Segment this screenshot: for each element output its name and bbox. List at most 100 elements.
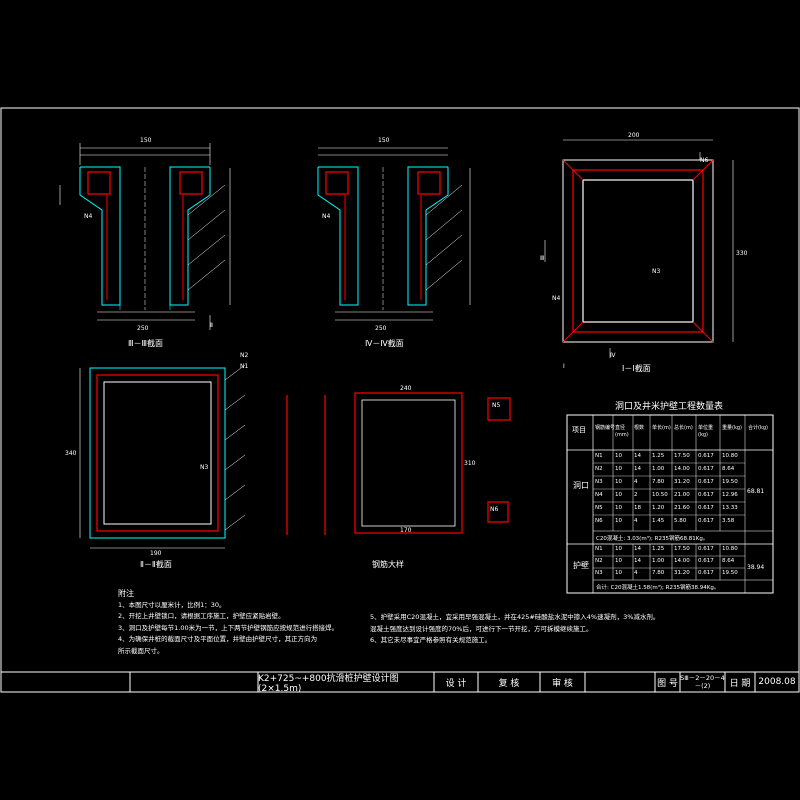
note-line: 所示截面尺寸。 bbox=[118, 646, 164, 655]
dim-label: 310 bbox=[464, 460, 476, 467]
section-III-view bbox=[59, 143, 231, 330]
group1-total: 68.81 bbox=[747, 488, 765, 495]
table-cell: 0.617 bbox=[698, 570, 714, 576]
table-cell: 10 bbox=[615, 505, 622, 511]
table-cell: N2 bbox=[595, 558, 603, 564]
note-line: 6、其它未尽事宜严格参照有关规范施工。 bbox=[370, 636, 492, 644]
table-cell: 4 bbox=[634, 479, 638, 485]
table-cell: 1.20 bbox=[652, 505, 665, 511]
table-cell: 10 bbox=[615, 518, 622, 524]
table-cell: 3.58 bbox=[722, 518, 735, 524]
rebar-detail-view bbox=[286, 392, 511, 535]
table-title: 洞口及井米护壁工程数量表 bbox=[615, 402, 724, 412]
table-cell: 0.617 bbox=[698, 492, 714, 498]
table-cell: 1.45 bbox=[652, 518, 665, 524]
table-header-cell: 单位重(kg) bbox=[698, 425, 714, 438]
dim-label: 240 bbox=[400, 385, 412, 392]
table-cell: 19.50 bbox=[722, 479, 738, 485]
table-cell: 1.00 bbox=[652, 558, 665, 564]
table-cell: 14.00 bbox=[674, 558, 690, 564]
note-line: 4、为确保井桩的截面尺寸及平面位置，井壁由护壁尺寸，其正方向为 bbox=[118, 635, 318, 643]
table-cell: 4 bbox=[634, 570, 638, 576]
notes-right: 5、护壁采用C20混凝土，宜采用早强混凝土，并在425#硅酸盐水泥中掺入4%速凝… bbox=[370, 612, 659, 647]
table-header-cell: 项目 bbox=[572, 426, 586, 434]
rebar-label: N1 bbox=[240, 363, 249, 370]
table-cell: N1 bbox=[595, 453, 603, 459]
group2-total: 38.94 bbox=[747, 564, 765, 571]
table-cell: 0.617 bbox=[698, 453, 714, 459]
table-cell: 4 bbox=[634, 518, 638, 524]
drawing-no-label: 图 号 bbox=[657, 678, 678, 689]
note-line: 2、开挖上井壁锁口，请根据工序施工，护壁应紧贴岩壁。 bbox=[118, 612, 285, 620]
dim-label: 150 bbox=[378, 137, 390, 144]
dim-label: 250 bbox=[137, 325, 149, 332]
table-cell: 21.00 bbox=[674, 492, 690, 498]
design-label: 设 计 bbox=[445, 678, 467, 689]
table-cell: N3 bbox=[595, 479, 603, 485]
table-header-cell: 重量(kg) bbox=[722, 425, 742, 431]
table-cell: 31.20 bbox=[674, 570, 690, 576]
table-header-cell: 单长(m) bbox=[652, 425, 671, 431]
table-cell: 10.50 bbox=[652, 492, 668, 498]
table-cell: 17.50 bbox=[674, 546, 690, 552]
section-I-view bbox=[544, 139, 734, 358]
table-cell: 10 bbox=[615, 558, 622, 564]
table-cell: 14 bbox=[634, 558, 641, 564]
date-label: 日 期 bbox=[729, 678, 751, 689]
rebar-label: N4 bbox=[322, 213, 331, 220]
quantity-table-grid bbox=[566, 414, 774, 594]
dim-label: 340 bbox=[65, 450, 77, 457]
table-cell: 1.25 bbox=[652, 453, 665, 459]
section-III-title: Ⅲ－Ⅲ截面 bbox=[128, 339, 164, 348]
table-cell: 17.50 bbox=[674, 453, 690, 459]
table-cell: 10.80 bbox=[722, 546, 738, 552]
table-cell: 10.80 bbox=[722, 453, 738, 459]
section-mark: Ⅳ bbox=[610, 352, 616, 359]
table-cell: 7.80 bbox=[652, 570, 665, 576]
table-cell: 0.617 bbox=[698, 466, 714, 472]
project-title: K2+725~+800抗滑桩护壁设计图(2×1.5m) bbox=[258, 673, 399, 694]
table-cell: 8.64 bbox=[722, 466, 735, 472]
table-cell: 0.617 bbox=[698, 546, 714, 552]
table-cell: 10 bbox=[615, 466, 622, 472]
dim-label: 250 bbox=[375, 325, 387, 332]
dim-label: 190 bbox=[150, 550, 162, 557]
table-cell: N2 bbox=[595, 466, 603, 472]
table-cell: N4 bbox=[595, 492, 603, 498]
section-I-title: Ⅰ－Ⅰ截面 bbox=[622, 364, 651, 373]
section-II-title: Ⅱ－Ⅱ截面 bbox=[140, 560, 172, 569]
rebar-label: N5 bbox=[492, 402, 501, 409]
group2-summary: 合计: C20混凝土1.58(m³); R235钢筋38.94Kg。 bbox=[596, 585, 720, 591]
table-cell: 8.64 bbox=[722, 558, 735, 564]
section-mark: Ⅱ bbox=[210, 322, 213, 329]
table-cell: 10 bbox=[615, 479, 622, 485]
note-line: 5、护壁采用C20混凝土，宜采用早强混凝土，并在425#硅酸盐水泥中掺入4%速凝… bbox=[370, 613, 660, 621]
section-mark: Ⅲ bbox=[540, 255, 545, 262]
dim-label: 200 bbox=[628, 132, 640, 139]
table-header-cell: 合计(kg) bbox=[748, 425, 768, 431]
table-cell: 21.60 bbox=[674, 505, 690, 511]
note-line: 混凝土强度达到设计强度的70%后，可进行下一节开挖，方可拆模继续施工。 bbox=[370, 624, 593, 633]
note-line: 1、本图尺寸以厘米计，比例1：30。 bbox=[118, 600, 226, 609]
table-cell: 14 bbox=[634, 453, 641, 459]
table-cell: 13.33 bbox=[722, 505, 738, 511]
table-header-cell: 根数 bbox=[634, 425, 645, 431]
audit-label: 审 核 bbox=[552, 678, 573, 689]
table-cell: 10 bbox=[615, 570, 622, 576]
group-label-portal: 洞口 bbox=[573, 481, 589, 490]
date-value: 2008.08 bbox=[758, 677, 796, 687]
dim-label: 170 bbox=[400, 527, 412, 534]
table-cell: 0.617 bbox=[698, 558, 714, 564]
drawing-number: SⅢ－2－20－4－(2) bbox=[680, 674, 725, 690]
dim-label: 150 bbox=[140, 137, 152, 144]
table-cell: N3 bbox=[595, 570, 603, 576]
section-mark: Ⅰ bbox=[563, 363, 565, 370]
rebar-label: N3 bbox=[200, 464, 209, 471]
table-cell: 19.50 bbox=[722, 570, 738, 576]
table-cell: 2 bbox=[634, 492, 638, 498]
rebar-detail-title: 钢筋大样 bbox=[372, 560, 404, 569]
table-header-cell: 总长(m) bbox=[674, 425, 693, 431]
table-cell: 10 bbox=[615, 492, 622, 498]
table-cell: 12.96 bbox=[722, 492, 738, 498]
